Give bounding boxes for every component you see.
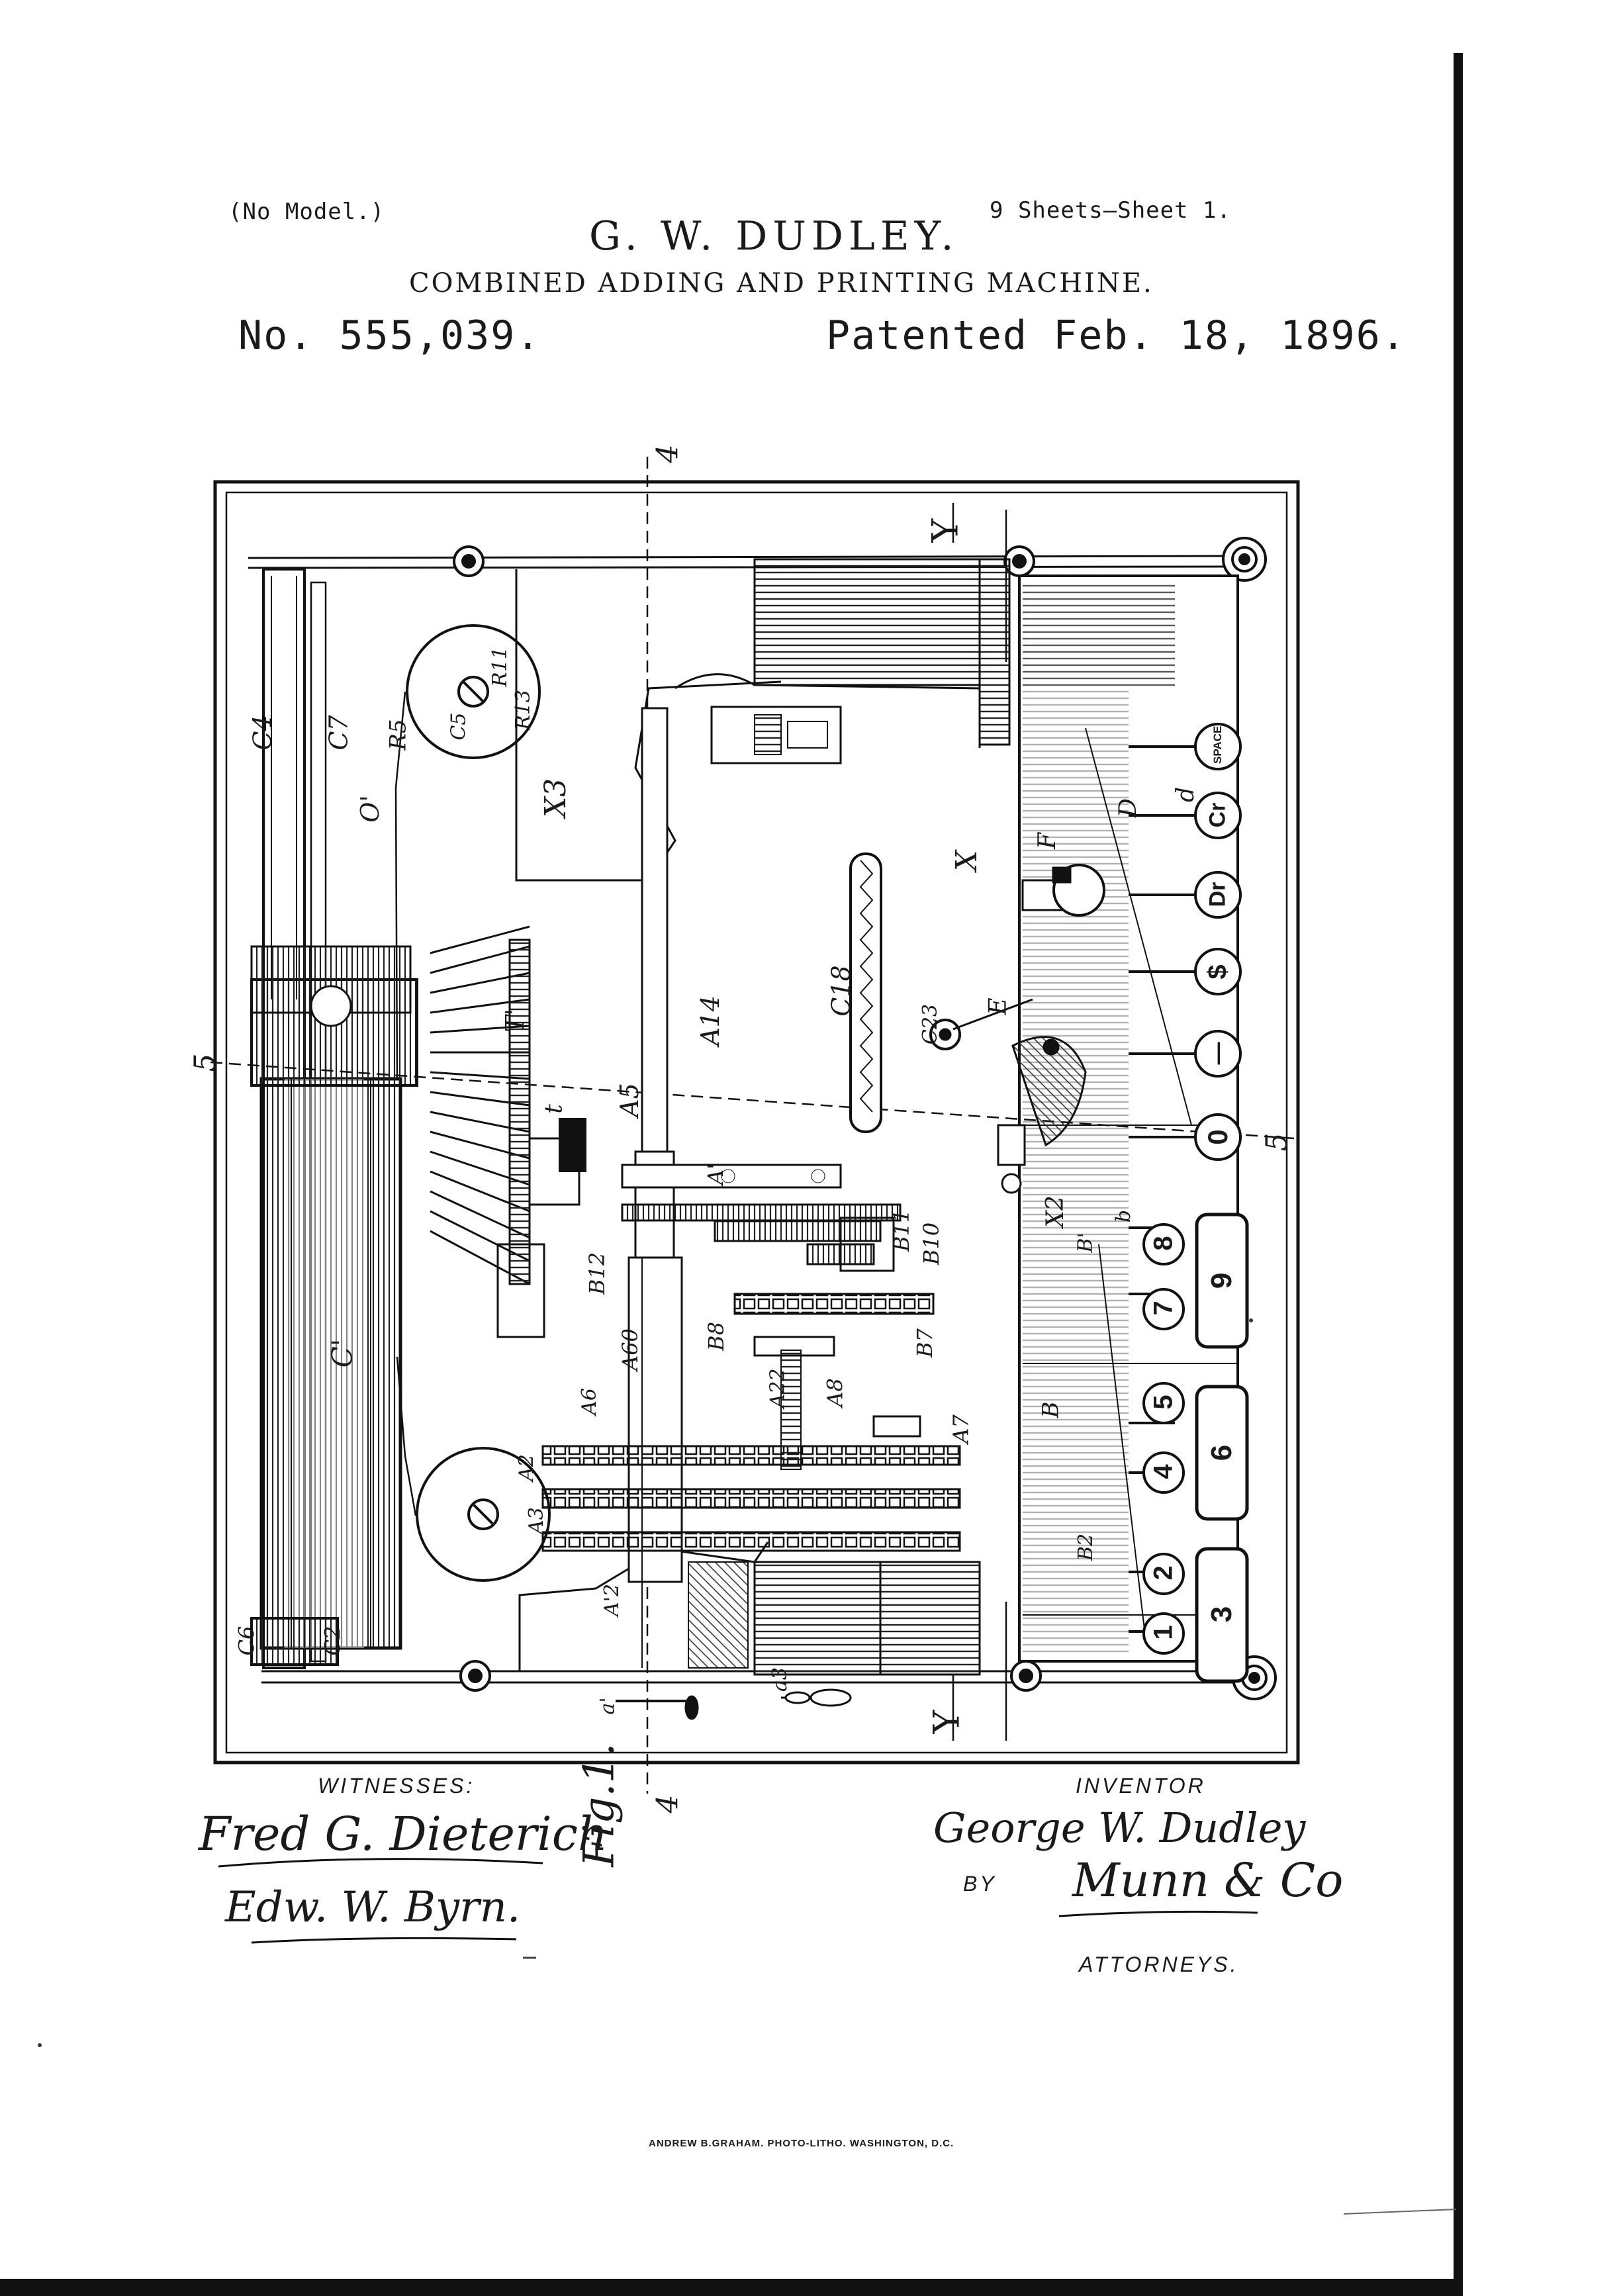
scan-edge-bottom	[0, 2279, 1463, 2296]
upper-reel	[406, 624, 541, 759]
section-line-y	[952, 503, 1007, 1741]
patent-date: Patented Feb. 18, 1896.	[826, 312, 1407, 359]
witnesses-heading: WITNESSES:	[318, 1774, 475, 1798]
plate-x3-upper	[515, 569, 782, 882]
function-keys	[1194, 723, 1242, 1161]
patent-number: No. 555,039.	[238, 312, 541, 359]
type-sector	[250, 939, 586, 1338]
part-n2	[710, 706, 842, 764]
no-model-label: (No Model.)	[228, 199, 385, 225]
counting-chains	[541, 1293, 961, 1552]
cranks	[616, 1688, 852, 1720]
inventor-heading: INVENTOR	[1076, 1774, 1206, 1798]
inventor-name: G. W. DUDLEY.	[589, 213, 959, 259]
witness-signature-2: Edw. W. Byrn.	[225, 1883, 521, 1932]
scan-edge-right	[1454, 53, 1463, 2283]
witness-signature-1: Fred G. Dieterich	[199, 1807, 608, 1861]
lower-hatched-panel	[688, 1561, 981, 1676]
connector-lines	[1085, 727, 1192, 1635]
attorney-signature: Munn & Co	[1072, 1853, 1344, 1907]
lever-quadrant	[929, 998, 1087, 1147]
lithographer-imprint: ANDREW B.GRAHAM. PHOTO-LITHO. WASHINGTON…	[649, 2138, 954, 2149]
g-pin	[997, 1124, 1026, 1194]
rail-knobs	[453, 537, 1277, 1700]
patent-title: COMBINED ADDING AND PRINTING MACHINE.	[409, 268, 1154, 298]
main-shaft	[621, 707, 842, 1668]
upper-hatched-panel	[674, 558, 1011, 748]
frame-rails	[248, 555, 1251, 1684]
digit-keys	[1142, 1223, 1185, 1655]
register-slot	[849, 852, 882, 1133]
gear-assembly	[621, 1203, 902, 1272]
by-label: BY	[963, 1872, 997, 1896]
lower-reel	[416, 1447, 551, 1582]
section-line-5	[210, 1061, 1295, 1140]
attorneys-label: ATTORNEYS.	[1079, 1952, 1239, 1976]
sheet-count: 9 Sheets—Sheet 1.	[990, 197, 1231, 224]
f-knob	[1021, 864, 1105, 917]
long-keys	[1195, 1213, 1249, 1683]
outer-frame	[213, 480, 1300, 1765]
inventor-signature: George W. Dudley	[933, 1804, 1306, 1852]
